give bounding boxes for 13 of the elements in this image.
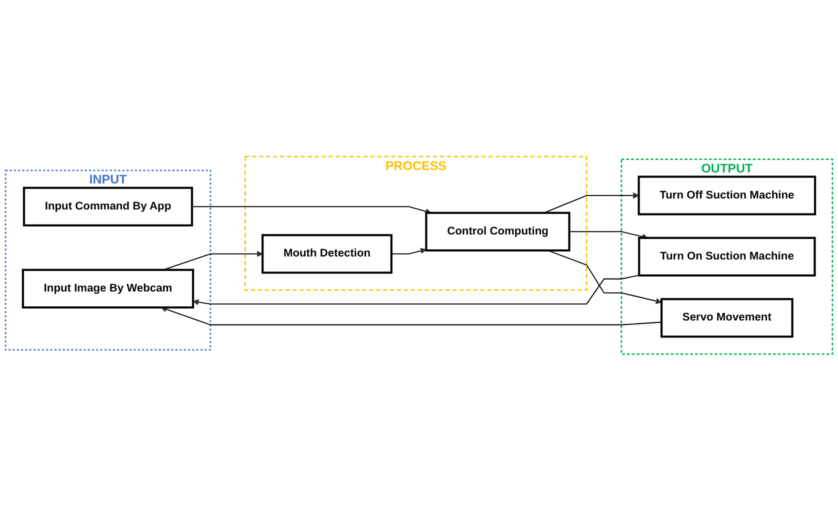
arrow: [569, 230, 648, 240]
arrow: [160, 306, 662, 326]
node-box: Input Command By App: [22, 186, 194, 226]
arrow: [192, 206, 432, 214]
node-box: Control Computing: [425, 212, 570, 252]
node-box: Turn Off Suction Machine: [638, 175, 816, 216]
node-box: Turn On Suction Machine: [638, 236, 816, 276]
arrow: [192, 274, 640, 305]
arrow: [391, 248, 426, 254]
node-box: Servo Movement: [660, 298, 794, 338]
node-box: Mouth Detection: [262, 234, 392, 274]
node-box: Input Image By Webcam: [22, 268, 194, 308]
arrow: [548, 250, 662, 304]
